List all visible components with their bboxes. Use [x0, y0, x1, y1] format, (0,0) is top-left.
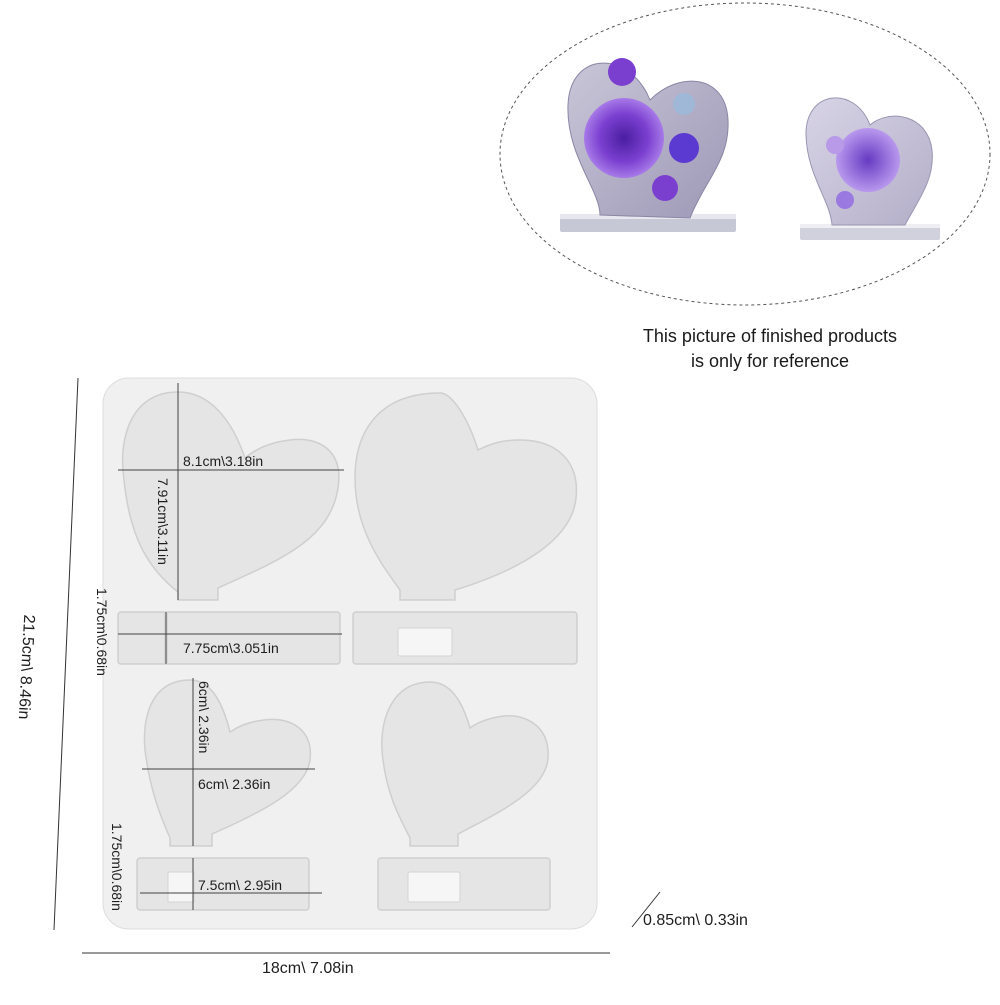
label-small-heart-height: 6cm\ 2.36in: [196, 681, 212, 754]
label-large-base-length: 7.75cm\3.051in: [183, 640, 279, 656]
label-large-heart-width: 8.1cm\3.18in: [183, 453, 264, 469]
cavity-heart-small-1: [143, 679, 312, 847]
mold-height-line: [53, 377, 79, 931]
finished-heart-small: [800, 97, 940, 240]
label-small-base-length: 7.5cm\ 2.95in: [198, 877, 283, 893]
label-small-base-height: 1.75cm\0.68in: [109, 823, 125, 911]
finished-heart-large: [560, 58, 736, 232]
reference-note-line2: is only for reference: [690, 351, 850, 371]
cavity-base-large-2: [352, 611, 578, 665]
cavity-base-small-2: [377, 857, 551, 911]
reference-ellipse: [499, 2, 991, 306]
label-large-base-height: 1.75cm\0.68in: [94, 588, 110, 676]
cavity-heart-small-2: [381, 681, 549, 847]
reference-note: This picture of finished products is onl…: [560, 324, 980, 374]
label-large-heart-height: 7.91cm\3.11in: [155, 478, 171, 565]
cavity-base-large-1: [117, 611, 341, 665]
label-mold-thickness: 0.85cm\ 0.33in: [643, 912, 748, 929]
label-mold-width: 18cm\ 7.08in: [262, 960, 354, 977]
cavity-heart-large-1: [121, 391, 340, 601]
mold-thickness-line: [631, 891, 661, 928]
reference-note-line1: This picture of finished products: [642, 326, 898, 346]
label-small-heart-width: 6cm\ 2.36in: [198, 776, 271, 792]
cavity-heart-large-2: [354, 392, 578, 601]
